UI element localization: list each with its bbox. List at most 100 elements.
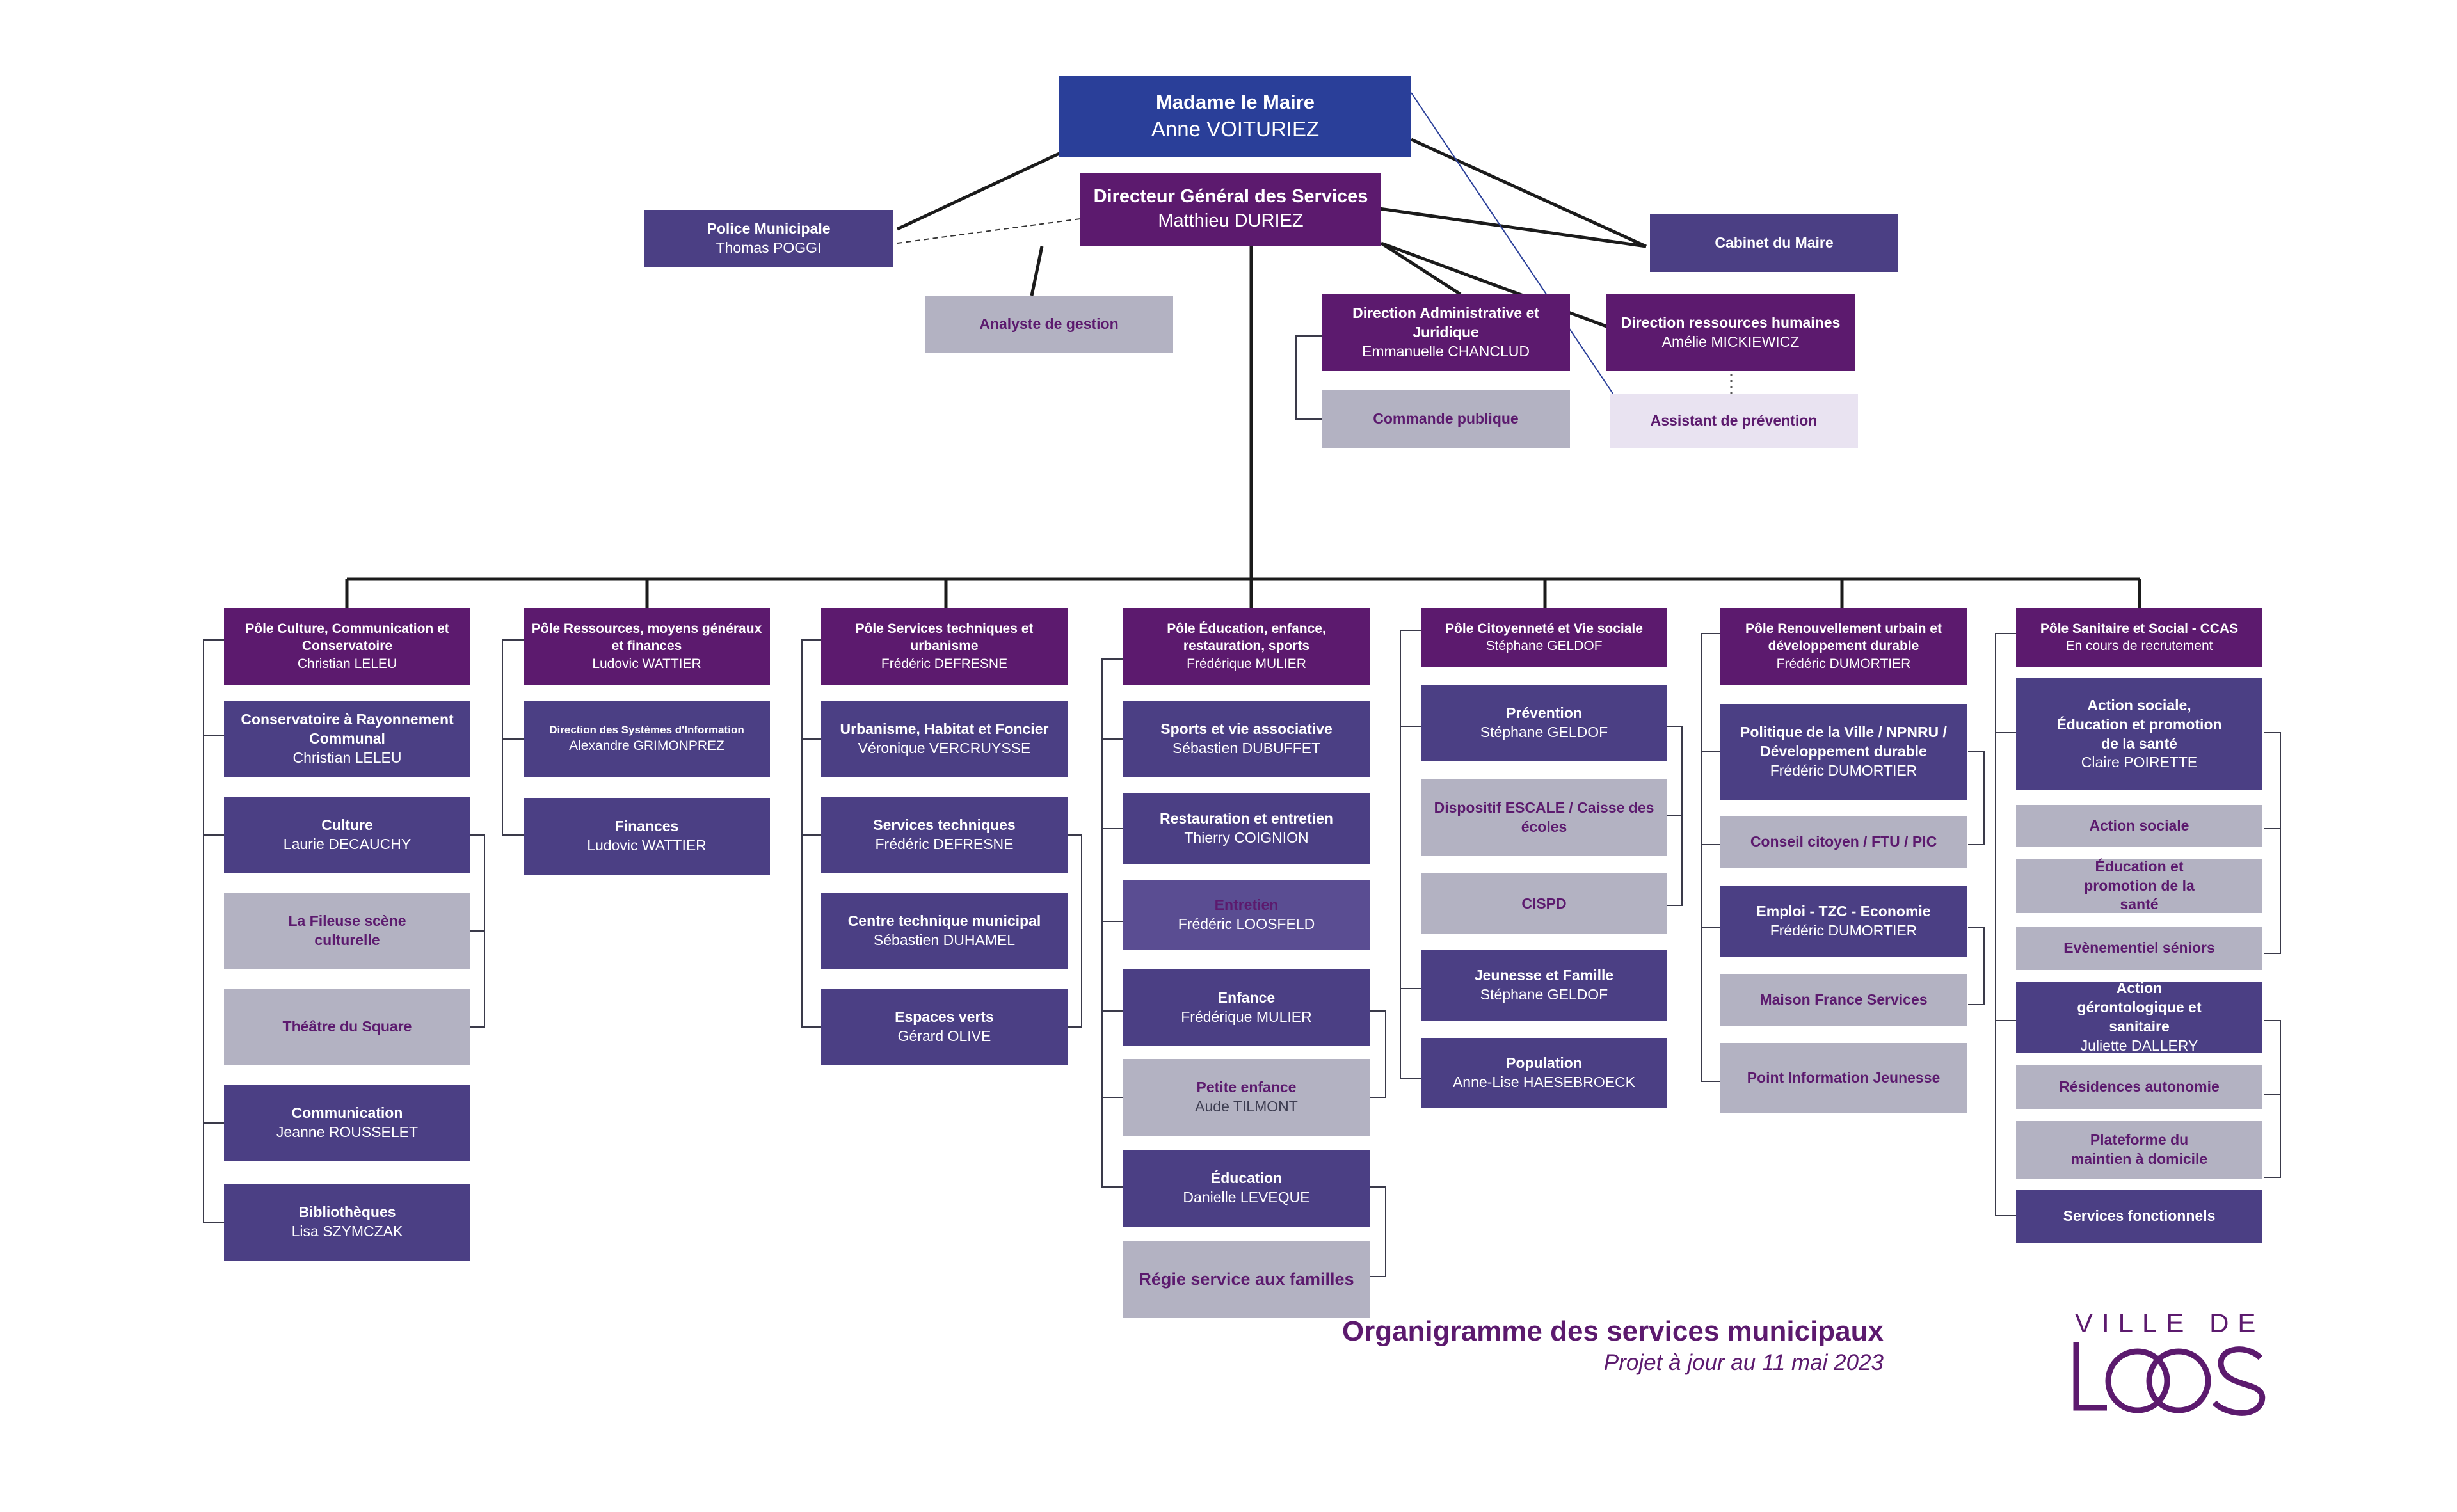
service-head: Aude TILMONT xyxy=(1195,1098,1298,1115)
service-cispd: CISPD xyxy=(1421,873,1667,934)
service-politique-ville: Politique de la Ville / NPNRU / Développ… xyxy=(1720,704,1967,800)
commande-title: Commande publique xyxy=(1373,410,1519,427)
pole-title: Pôle Culture, Communication et Conservat… xyxy=(245,621,449,654)
service-bibliotheques: Bibliothèques Lisa SZYMCZAK xyxy=(224,1184,470,1261)
mayor-box: Madame le Maire Anne VOITURIEZ xyxy=(1059,76,1411,157)
service-title: Prévention xyxy=(1506,704,1582,722)
service-dsi: Direction des Systèmes d'Information Ale… xyxy=(524,701,770,777)
service-title: Éducation xyxy=(1210,1170,1283,1187)
dir-admin-title: Direction Administrative et Juridique xyxy=(1352,305,1539,341)
police-name: Thomas POGGI xyxy=(716,239,822,256)
document-title: Organigramme des services municipaux xyxy=(1341,1316,1884,1347)
service-pij: Point Information Jeunesse xyxy=(1720,1043,1967,1113)
service-title: Finances xyxy=(614,818,679,835)
service-title: Urbanisme, Habitat et Foncier xyxy=(840,720,1049,738)
service-culture: Culture Laurie DECAUCHY xyxy=(224,797,470,873)
pole-head: Stéphane GELDOF xyxy=(1485,639,1603,653)
service-escale: Dispositif ESCALE / Caisse des écoles xyxy=(1421,779,1667,856)
service-title: La Fileuse scène culturelle xyxy=(288,912,406,948)
service-title: Population xyxy=(1506,1054,1582,1072)
pole-head: En cours de recrutement xyxy=(2065,639,2213,653)
service-petite-enfance: Petite enfance Aude TILMONT xyxy=(1123,1059,1370,1136)
pole-head: Frédéric DEFRESNE xyxy=(881,656,1008,671)
service-title: Services techniques xyxy=(873,816,1016,834)
service-head: Lisa SZYMCZAK xyxy=(291,1223,403,1239)
drh-name: Amélie MICKIEWICZ xyxy=(1661,333,1800,350)
pole-title: Pôle Éducation, enfance, restauration, s… xyxy=(1167,621,1326,654)
service-maison-france: Maison France Services xyxy=(1720,974,1967,1026)
service-title: Jeunesse et Famille xyxy=(1474,967,1614,984)
service-finances: Finances Ludovic WATTIER xyxy=(524,798,770,875)
service-title: Action gérontologique et sanitaire xyxy=(2077,980,2202,1035)
service-emploi: Emploi - TZC - Economie Frédéric DUMORTI… xyxy=(1720,886,1967,957)
pole-education: Pôle Éducation, enfance, restauration, s… xyxy=(1123,608,1370,685)
service-head: Frédéric DUMORTIER xyxy=(1770,761,1917,779)
service-head: Alexandre GRIMONPREZ xyxy=(569,738,724,754)
service-head: Claire POIRETTE xyxy=(2081,754,2198,771)
service-title: Emploi - TZC - Economie xyxy=(1756,903,1931,920)
service-urbanisme: Urbanisme, Habitat et Foncier Véronique … xyxy=(821,701,1068,777)
service-title: Conservatoire à Rayonnement Communal xyxy=(241,711,454,747)
service-title: Petite enfance xyxy=(1196,1079,1297,1096)
service-title: Conseil citoyen / FTU / PIC xyxy=(1750,833,1937,850)
service-residences: Résidences autonomie xyxy=(2016,1065,2262,1109)
dgs-box: Directeur Général des Services Matthieu … xyxy=(1080,173,1381,246)
service-education: Éducation Danielle LEVEQUE xyxy=(1123,1150,1370,1227)
pole-culture: Pôle Culture, Communication et Conservat… xyxy=(224,608,470,685)
service-title: Restauration et entretien xyxy=(1160,810,1333,827)
service-head: Jeanne ROUSSELET xyxy=(276,1124,419,1140)
service-title: Communication xyxy=(291,1104,403,1122)
dgs-name: Matthieu DURIEZ xyxy=(1158,211,1304,231)
service-head: Sébastien DUHAMEL xyxy=(873,932,1016,948)
mayor-name: Anne VOITURIEZ xyxy=(1151,116,1320,141)
service-head: Anne-Lise HAESEBROECK xyxy=(1452,1074,1636,1090)
service-title: Action sociale xyxy=(2089,816,2189,834)
service-head: Sébastien DUBUFFET xyxy=(1172,740,1321,756)
service-title: Services fonctionnels xyxy=(2063,1207,2216,1225)
service-head: Laurie DECAUCHY xyxy=(283,836,412,852)
cabinet-title: Cabinet du Maire xyxy=(1715,234,1834,251)
service-regie: Régie service aux familles xyxy=(1123,1241,1370,1318)
service-head: Stéphane GELDOF xyxy=(1480,724,1608,740)
pole-renouvellement: Pôle Renouvellement urbain et développem… xyxy=(1720,608,1967,685)
service-title: Action sociale, Éducation et promotion d… xyxy=(2056,696,2222,752)
mayor-title: Madame le Maire xyxy=(1155,91,1315,114)
service-title: Éducation et promotion de la santé xyxy=(2084,857,2195,913)
service-theatre: Théâtre du Square xyxy=(224,989,470,1065)
assistant-box: Assistant de prévention xyxy=(1610,394,1858,448)
service-title: Théâtre du Square xyxy=(282,1018,412,1035)
analyste-title: Analyste de gestion xyxy=(979,315,1119,333)
service-fonctionnels: Services fonctionnels xyxy=(2016,1190,2262,1243)
service-title: Centre technique municipal xyxy=(847,912,1041,930)
logo-top-text: VILLE DE xyxy=(2075,1308,2264,1338)
assistant-title: Assistant de prévention xyxy=(1650,411,1818,429)
service-sports: Sports et vie associative Sébastien DUBU… xyxy=(1123,701,1370,777)
service-head: Ludovic WATTIER xyxy=(587,837,707,854)
service-title: Sports et vie associative xyxy=(1160,720,1333,738)
service-title: Régie service aux familles xyxy=(1139,1269,1354,1289)
pole-citoyennete: Pôle Citoyenneté et Vie sociale Stéphane… xyxy=(1421,608,1667,667)
commande-box: Commande publique xyxy=(1322,390,1570,448)
service-services-techniques: Services techniques Frédéric DEFRESNE xyxy=(821,797,1068,873)
analyste-box: Analyste de gestion xyxy=(925,296,1173,353)
service-head: Juliette DALLERY xyxy=(2080,1037,2198,1054)
service-gerontologique: Action gérontologique et sanitaire Julie… xyxy=(2016,980,2262,1054)
service-ctm: Centre technique municipal Sébastien DUH… xyxy=(821,893,1068,969)
cabinet-box: Cabinet du Maire xyxy=(1650,214,1898,272)
service-action-sociale-sante: Action sociale, Éducation et promotion d… xyxy=(2016,678,2262,790)
service-la-fileuse: La Fileuse scène culturelle xyxy=(224,893,470,969)
service-evenementiel: Evènementiel séniors xyxy=(2016,927,2262,970)
pole-sanitaire: Pôle Sanitaire et Social - CCAS En cours… xyxy=(2016,608,2262,667)
police-title: Police Municipale xyxy=(707,220,831,237)
service-espaces-verts: Espaces verts Gérard OLIVE xyxy=(821,989,1068,1065)
drh-box: Direction ressources humaines Amélie MIC… xyxy=(1606,294,1855,371)
service-title: Plateforme du maintien à domicile xyxy=(2070,1131,2208,1167)
service-head: Frédérique MULIER xyxy=(1181,1008,1312,1025)
service-prevention: Prévention Stéphane GELDOF xyxy=(1421,685,1667,761)
service-title: Point Information Jeunesse xyxy=(1747,1069,1941,1086)
pole-title: Pôle Citoyenneté et Vie sociale xyxy=(1445,621,1643,636)
service-plateforme: Plateforme du maintien à domicile xyxy=(2016,1121,2262,1179)
service-title: Dispositif ESCALE / Caisse des écoles xyxy=(1434,799,1654,835)
service-head: Stéphane GELDOF xyxy=(1480,986,1608,1003)
